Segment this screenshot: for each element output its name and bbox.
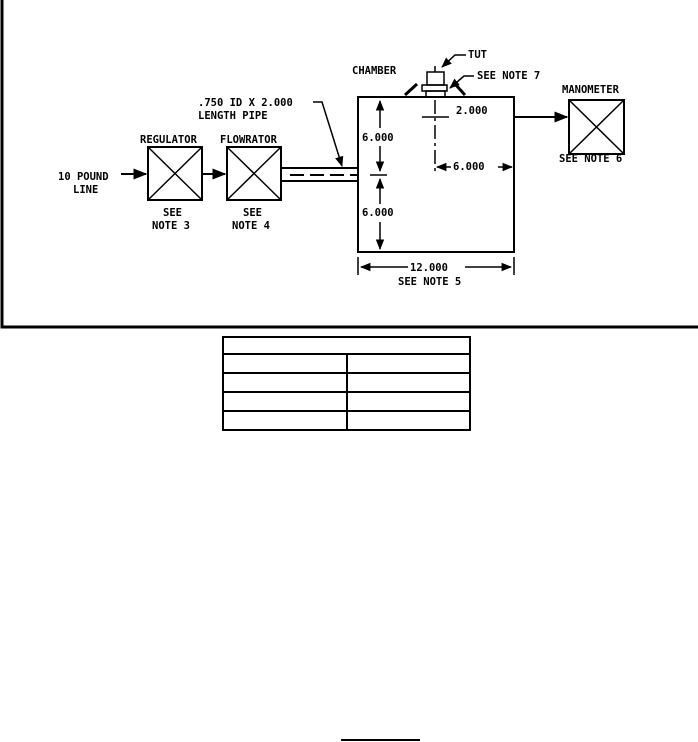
tut-label: TUT (468, 49, 487, 61)
table-cell (224, 355, 348, 372)
tut-fixture (421, 66, 448, 98)
table-cell (224, 393, 348, 410)
flowrator-box (226, 146, 282, 201)
table-cell (224, 412, 348, 429)
tut-leader (441, 54, 466, 68)
table-cell (348, 412, 469, 429)
pipe-leader (313, 101, 344, 168)
table-cell (224, 374, 348, 391)
regulator-note-1: SEE (163, 207, 182, 219)
table-cell (348, 374, 469, 391)
dim-top-right-label: 2.000 (456, 105, 488, 117)
regulator-label: REGULATOR (140, 134, 198, 146)
dim-width-label: 12.000 (410, 262, 448, 274)
source-line-label-1: 10 POUND (58, 171, 109, 183)
pipe-label-1: .750 ID X 2.000 (198, 97, 293, 109)
table-header (224, 338, 469, 355)
dim-upper-label: 6.000 (362, 132, 394, 144)
note-7-leader (449, 75, 474, 89)
table-row (224, 374, 469, 393)
manometer-label: MANOMETER (562, 84, 620, 96)
dim-mid-right-label: 6.000 (453, 161, 485, 173)
regulator-box (147, 146, 203, 201)
manometer-box (568, 99, 625, 155)
pipe-label-2: LENGTH PIPE (198, 110, 268, 122)
see-note-5-label: SEE NOTE 5 (398, 276, 461, 288)
data-table (222, 336, 471, 431)
table-cell (348, 355, 469, 372)
chamber-leader-left (403, 82, 419, 97)
flowrator-note-1: SEE (243, 207, 262, 219)
test-setup-diagram: 10 POUND LINE REGULATOR SEE NOTE 3 FLOWR… (0, 0, 698, 329)
see-note-6-label: SEE NOTE 6 (559, 153, 622, 165)
chamber-leader-right (453, 82, 467, 97)
flowrator-label: FLOWRATOR (220, 134, 278, 146)
chamber-label: CHAMBER (352, 65, 397, 77)
flowrator-note-2: NOTE 4 (232, 220, 270, 232)
table-row (224, 355, 469, 374)
dim-lower-label: 6.000 (362, 207, 394, 219)
table-row (224, 412, 469, 429)
regulator-note-2: NOTE 3 (152, 220, 190, 232)
source-line-label-2: LINE (73, 184, 98, 196)
table-row (224, 393, 469, 412)
table-cell (348, 393, 469, 410)
pipe (281, 167, 358, 182)
see-note-7-label: SEE NOTE 7 (477, 70, 540, 82)
drawing-frame (0, 0, 698, 329)
footnote-rule (341, 739, 420, 741)
